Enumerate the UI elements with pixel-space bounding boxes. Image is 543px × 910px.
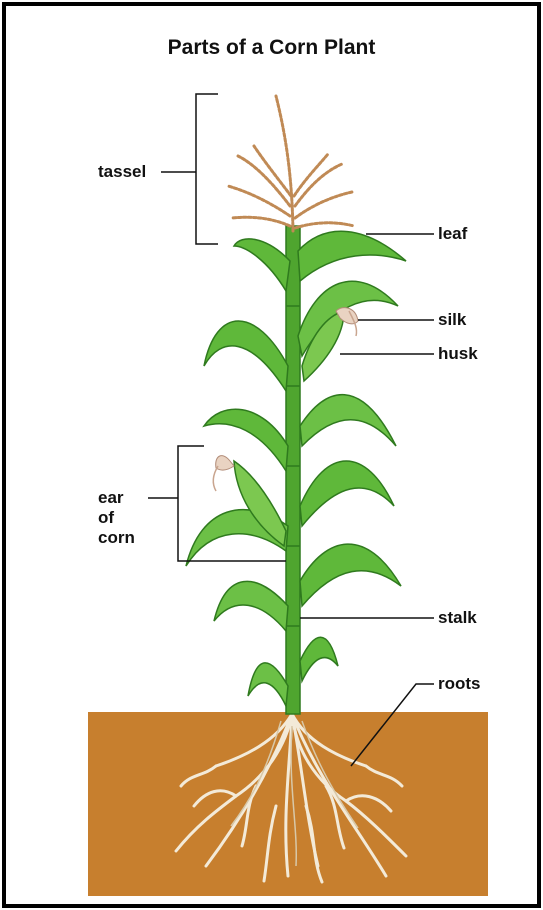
stalk-illustration: [286, 226, 300, 714]
label-leaf: leaf: [438, 224, 467, 244]
label-stalk: stalk: [438, 608, 477, 628]
label-ear-line2: of: [98, 508, 135, 528]
label-tassel: tassel: [98, 162, 146, 182]
label-roots: roots: [438, 674, 481, 694]
label-silk: silk: [438, 310, 466, 330]
label-ear-line1: ear: [98, 488, 135, 508]
label-husk: husk: [438, 344, 478, 364]
label-ear-of-corn: ear of corn: [98, 488, 135, 548]
corn-plant-illustration: [6, 6, 537, 904]
tassel-illustration: [228, 96, 354, 231]
label-ear-line3: corn: [98, 528, 135, 548]
